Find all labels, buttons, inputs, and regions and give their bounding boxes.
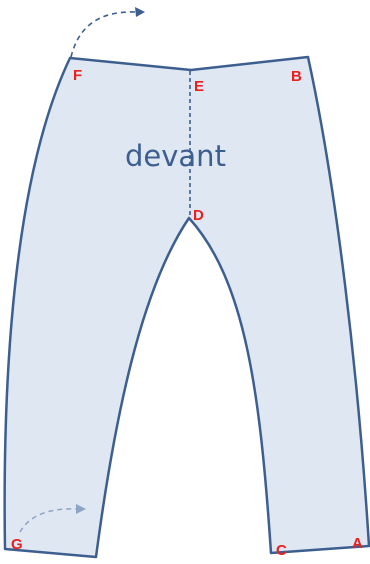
point-label-d: D: [193, 207, 204, 224]
pants-shape: [3, 55, 370, 559]
top-arrow-head: [135, 7, 145, 17]
point-label-a: A: [352, 535, 363, 552]
bottom-arrow: [19, 508, 77, 533]
point-label-c: C: [276, 542, 287, 559]
top-arrow: [70, 11, 137, 58]
point-label-g: G: [11, 536, 23, 553]
point-label-f: F: [73, 67, 82, 84]
point-label-b: B: [291, 68, 302, 85]
diagram-title: devant: [125, 139, 226, 173]
point-label-e: E: [194, 78, 204, 95]
bottom-arrow-head: [76, 504, 86, 514]
